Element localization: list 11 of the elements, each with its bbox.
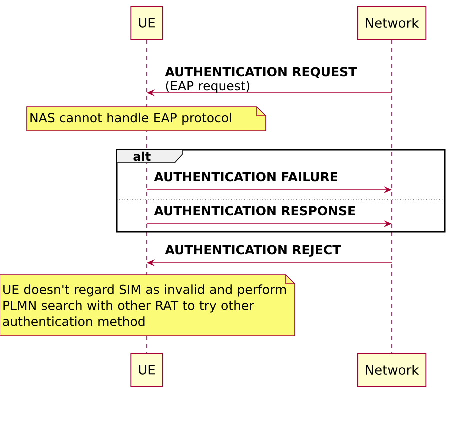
edge-label: AUTHENTICATION FAILURE	[154, 172, 338, 182]
edge-label: AUTHENTICATION REJECT	[165, 245, 342, 257]
fragment-tab: alt	[116, 150, 184, 164]
participant-box: UE	[130, 353, 164, 387]
participant-box: Network	[357, 6, 427, 40]
edge-label: AUTHENTICATION RESPONSE	[154, 206, 356, 216]
note: UE doesn't regard SIM as invalid and perform PLMN search with other RAT to try other authentication method	[0, 274, 296, 336]
participant-box: UE	[130, 6, 164, 40]
note: NAS cannot handle EAP protocol	[26, 106, 266, 132]
participant-box: Network	[357, 353, 427, 387]
edge-label: AUTHENTICATION REQUEST (EAP request)	[165, 67, 358, 94]
